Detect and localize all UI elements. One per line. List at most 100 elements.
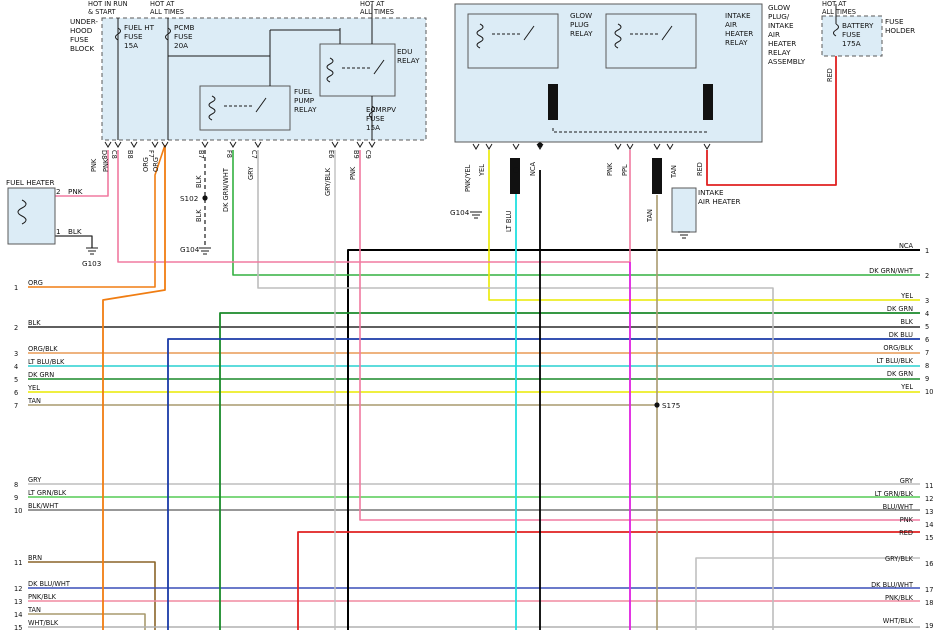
glow-plug-relay-label: PLUG [570, 20, 589, 29]
right-pin-number: 15 [925, 534, 933, 542]
right-pin-number: 4 [925, 310, 929, 318]
relay-assembly-label: PLUG/ [768, 12, 790, 21]
intake-air-heater-label: INTAKE [698, 188, 724, 197]
connector-pin-label: F7 [147, 150, 155, 158]
vertical-wire-label: BLK [195, 175, 203, 188]
wire-dkgrn-r4 [219, 312, 920, 630]
wire-gryblk-r16 [695, 557, 920, 630]
splice-label: S102 [180, 194, 198, 203]
wire-red-r15 [297, 531, 920, 630]
glow-plug-relay-label: RELAY [570, 29, 593, 38]
vertical-wire-label: TAN [670, 165, 678, 179]
splice-dot-3 [513, 167, 519, 173]
connector-pin-label: B7 [197, 150, 205, 159]
right-wire-label: LT GRN/BLK [875, 490, 914, 498]
left-wire-label: DK BLU/WHT [28, 580, 71, 588]
heater-resistor-1 [703, 84, 713, 120]
splice-dot-1 [654, 402, 660, 408]
battery-hot-label: HOT AT [822, 0, 847, 8]
left-wire-label: ORG/BLK [28, 345, 58, 353]
underhood-block-label: HOOD [70, 26, 93, 35]
right-pin-number: 7 [925, 349, 929, 357]
relay-coil-1 [208, 95, 216, 121]
vertical-wire-label: TAN [646, 209, 654, 223]
vertical-wire-label: ORG [152, 157, 160, 172]
fuel-pump-relay-label: RELAY [294, 105, 317, 114]
battery-fuse-label: 175A [842, 39, 861, 48]
right-wire-label: RED [899, 529, 913, 537]
relay-assembly-label: GLOW [768, 3, 790, 12]
right-pin-number: 19 [925, 622, 933, 630]
vertical-wire-label: DK GRN/WHT [222, 167, 230, 212]
left-pin-number: 3 [14, 350, 18, 358]
relay-pin-arrow-0 [472, 143, 480, 150]
fuse-element-1 [165, 27, 171, 41]
relay-assembly-label: RELAY [768, 48, 791, 57]
relay-switch-2 [523, 25, 535, 41]
pin-arrow-7 [254, 141, 262, 148]
pcmb-fuse-label: PCMB [174, 23, 195, 32]
ground-label: G104 [180, 245, 200, 254]
right-pin-number: 9 [925, 375, 929, 383]
right-pin-number: 1 [925, 247, 929, 255]
underhood-block-label: FUSE [70, 35, 89, 44]
hot-in-run-label: HOT IN RUN [88, 0, 128, 8]
pin-arrow-2 [130, 141, 138, 148]
left-pin-number: 10 [14, 507, 22, 515]
left-pin-number: 9 [14, 494, 18, 502]
relay-assembly-label: ASSEMBLY [768, 57, 806, 66]
left-pin-number: 1 [14, 284, 18, 292]
right-wire-label: DK BLU/WHT [871, 581, 914, 589]
right-wire-label: BLU/WHT [883, 503, 914, 511]
right-wire-label: GRY [900, 477, 914, 485]
relay-coil-0 [326, 57, 334, 83]
right-pin-number: 6 [925, 336, 929, 344]
left-wire-label: BLK/WHT [28, 502, 59, 510]
connector-pin-label: E6 [327, 150, 335, 158]
right-wire-label: PNK/BLK [885, 594, 914, 602]
relay-pin-arrow-7 [666, 143, 674, 150]
right-pin-number: 3 [925, 297, 929, 305]
relay-pin-arrow-2 [512, 143, 520, 150]
wire-blk-fuelheater [55, 235, 93, 248]
left-pin-number: 13 [14, 598, 22, 606]
connector-pin-label: C8 [110, 150, 118, 159]
ecmrpv-fuse-label: ECMRPV [366, 105, 396, 114]
underhood-block-label: BLOCK [70, 44, 94, 53]
fuel-heater-pin: 2 [56, 187, 61, 196]
fuse-element-0 [115, 27, 121, 41]
edu-relay-label: RELAY [397, 56, 420, 65]
harness-resistor-1 [652, 158, 662, 194]
left-wire-label: WHT/BLK [28, 619, 59, 627]
relay-switch-1 [255, 97, 267, 113]
vertical-wire-label: PNK/YEL [464, 164, 472, 192]
harness-resistor-0 [510, 158, 520, 194]
vertical-wire-label: PPL [621, 164, 629, 176]
connector-pin-label: F8 [225, 150, 233, 158]
pin-arrow-9 [356, 141, 364, 148]
relay-assembly-label: INTAKE [768, 21, 794, 30]
fuel-heater-wire-label: PNK [68, 187, 83, 196]
left-pin-number: 14 [14, 611, 22, 619]
vertical-wire-label: YEL [478, 164, 486, 177]
left-wire-label: GRY [28, 476, 42, 484]
fuel-heater-element [17, 199, 27, 225]
fuel-heater-label: FUEL HEATER [6, 178, 54, 187]
left-pin-number: 5 [14, 376, 18, 384]
right-pin-number: 5 [925, 323, 929, 331]
left-wire-label: TAN [27, 606, 41, 614]
relay-assembly-label: AIR [768, 30, 780, 39]
wire-dkblu-r6 [167, 338, 920, 630]
hot-at-all-times-label: ALL TIMES [150, 8, 184, 16]
wire-dkgrnwht-r2 [232, 150, 920, 276]
wire-layer [28, 55, 920, 630]
fuse-holder-label: HOLDER [885, 26, 915, 35]
left-pin-number: 11 [14, 559, 22, 567]
connector-pin-label: D8 [100, 150, 108, 159]
relay-coil-2 [476, 23, 484, 49]
left-wire-label: BRN [28, 554, 42, 562]
assembly-dash [552, 128, 707, 133]
vertical-wire-label: LT BLU [505, 210, 513, 232]
fuel-heater-box [7, 187, 56, 245]
relay-switch-0 [373, 59, 385, 75]
